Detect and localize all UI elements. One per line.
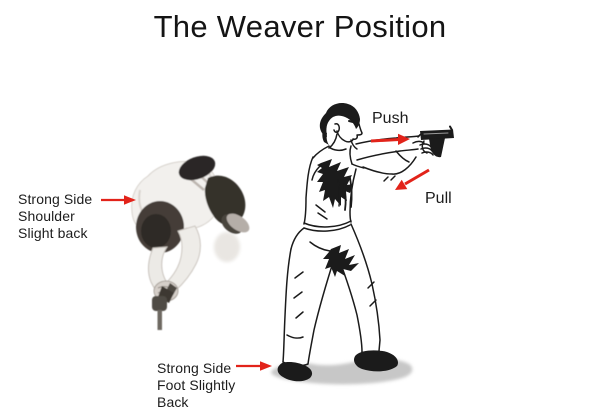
foot-arrow-icon: [236, 361, 272, 371]
shoulder-label-line-3: Slight back: [18, 225, 88, 241]
shoulder-label-line-2: Shoulder: [18, 208, 75, 224]
push-arrow-icon: [370, 133, 410, 145]
shoulder-label: Strong Side Shoulder Slight back: [18, 191, 92, 242]
revolver-icon: [152, 283, 177, 330]
foot-label: Strong Side Foot Slightly Back: [157, 360, 235, 411]
shoulder-label-line-1: Strong Side: [18, 191, 93, 207]
push-label: Push: [372, 110, 409, 127]
front-shoe: [354, 350, 398, 372]
pull-label: Pull: [425, 190, 452, 207]
pull-arrow-icon: [395, 168, 430, 190]
shoulder-arrow-icon: [101, 195, 136, 205]
foot-label-line-1: Strong Side: [157, 360, 232, 376]
side-view-shooter-figure: [271, 103, 454, 385]
foot-label-line-3: Back: [157, 394, 189, 410]
rear-shoe: [277, 362, 313, 382]
foot-label-line-2: Foot Slightly: [157, 377, 236, 393]
overhead-shooter-figure: [131, 155, 250, 330]
pistol-icon: [420, 125, 454, 158]
annotation-arrows: [101, 133, 430, 371]
page-title: The Weaver Position: [153, 9, 447, 44]
